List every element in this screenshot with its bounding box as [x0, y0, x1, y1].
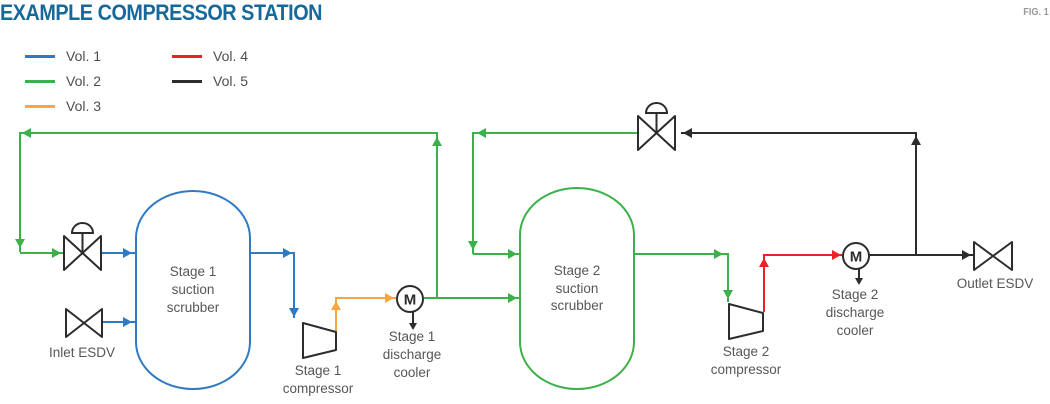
inlet-esdv-label: Inlet ESDV	[48, 345, 116, 360]
arrow-into-valve2	[683, 128, 692, 138]
arrow-into-valve1	[52, 248, 61, 258]
scrubber1-outlet-line	[250, 252, 295, 254]
stage2-recycle-drop-line	[472, 132, 474, 254]
stage1-scrubber-label: Stage 1 suction scrubber	[166, 264, 220, 315]
page-title: EXAMPLE COMPRESSOR STATION	[0, 0, 323, 25]
outlet-esdv-label: Outlet ESDV	[956, 276, 1034, 291]
arrow-up-compressor1	[331, 301, 341, 310]
stage1-cooler-motor-letter: M	[404, 292, 417, 309]
outlet-esdv-valve-icon	[973, 241, 1013, 271]
stage2-cooler-icon: M	[842, 242, 870, 270]
arrow-up-riser	[432, 137, 442, 146]
compressor1-to-cooler1-line	[336, 297, 396, 299]
stage1-cooler-icon: M	[396, 285, 424, 313]
legend-swatch-vol2	[25, 80, 55, 83]
stage1-cooler-label: Stage 1 discharge cooler	[382, 329, 442, 380]
arrow-into-scrubber1-lower	[123, 317, 132, 327]
cooler2-drain-line	[858, 268, 860, 278]
figure-label: FIG. 1	[1023, 7, 1049, 18]
stage2-recycle-riser	[915, 132, 917, 256]
arrow-into-cooler1	[385, 293, 394, 303]
legend-label-vol1: Vol. 1	[66, 48, 102, 64]
arrow-into-scrubber1-upper	[123, 248, 132, 258]
compressor2-discharge-riser	[763, 254, 765, 312]
arrow-into-cooler2	[832, 250, 841, 260]
stage1-compressor-label: Stage 1 compressor	[282, 363, 354, 396]
cooler2-to-outlet-line	[869, 254, 973, 256]
stage2-compressor-icon	[728, 303, 764, 340]
scrubber1-outlet-drop-line	[293, 252, 295, 318]
stage2-suction-scrubber: Stage 2 suction scrubber	[519, 187, 635, 390]
arrow-left-from-valve2	[477, 128, 486, 138]
arrow-into-compressor2	[723, 290, 733, 299]
recycle-to-valve2-line	[681, 132, 916, 134]
inlet-esdv-valve-icon	[65, 308, 103, 338]
stage2-recycle-inlet-line	[473, 253, 520, 255]
stage2-recycle-valve-icon	[637, 102, 676, 151]
stage2-recycle-top-line	[473, 132, 638, 134]
arrow-down-recycle	[15, 239, 25, 248]
stage1-valve-inlet-line	[20, 252, 63, 254]
stage2-cooler-motor-letter: M	[850, 249, 863, 266]
compressor2-to-cooler2-line	[764, 254, 842, 256]
legend-swatch-vol3	[25, 105, 55, 108]
arrow-scrubber2-outlet	[714, 249, 723, 259]
legend-swatch-vol4	[172, 55, 202, 58]
legend-label-vol3: Vol. 3	[66, 98, 102, 114]
cooler2-drain-arrow	[855, 278, 863, 285]
stage1-recycle-valve-icon	[63, 222, 102, 271]
legend-label-vol2: Vol. 2	[66, 73, 102, 89]
stage1-recycle-top-line	[20, 132, 437, 134]
stage2-scrubber-label: Stage 2 suction scrubber	[550, 262, 604, 314]
arrow-left-recycle	[22, 128, 31, 138]
legend-swatch-vol1	[25, 55, 55, 58]
stage1-recycle-riser-line	[436, 132, 438, 298]
stage2-compressor-label: Stage 2 compressor	[710, 344, 782, 377]
cooler1-drain-line	[412, 312, 414, 323]
arrow-up-stage2-recycle	[911, 136, 921, 145]
cooler1-to-scrubber2-line	[424, 297, 520, 299]
compressor1-discharge-riser	[335, 297, 337, 332]
stage1-compressor-icon	[302, 322, 337, 359]
arrow-into-compressor1	[289, 308, 299, 317]
arrow-down-drop	[468, 241, 478, 250]
valve1-to-scrubber1-line	[102, 252, 136, 254]
stage2-cooler-label: Stage 2 discharge cooler	[825, 287, 885, 338]
arrow-into-outlet-esdv	[962, 250, 971, 260]
arrow-into-scrubber2-upper	[508, 249, 517, 259]
inlet-esdv-to-scrubber1-line	[103, 321, 136, 323]
scrubber2-outlet-drop-line	[727, 253, 729, 302]
arrow-scrubber1-outlet	[283, 248, 292, 258]
stage1-suction-scrubber: Stage 1 suction scrubber	[135, 190, 251, 390]
arrow-into-scrubber2-lower	[508, 293, 517, 303]
legend-label-vol4: Vol. 4	[213, 48, 249, 64]
arrow-up-compressor2	[759, 258, 769, 267]
scrubber2-outlet-line	[634, 253, 728, 255]
cooler1-drain-arrow	[409, 323, 417, 330]
legend-label-vol5: Vol. 5	[213, 73, 249, 89]
stage1-recycle-left-line	[19, 132, 21, 252]
legend-swatch-vol5	[172, 80, 202, 83]
